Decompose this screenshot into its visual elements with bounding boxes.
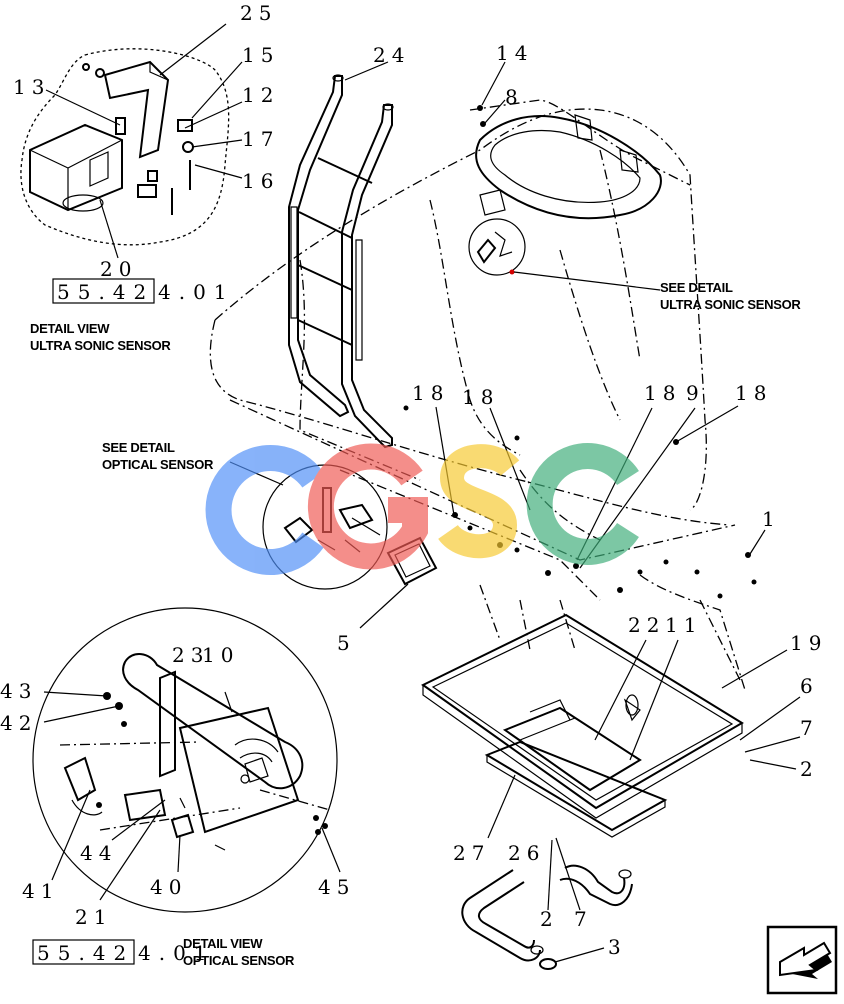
callout-45: 45 <box>318 875 355 899</box>
callout-26: 26 <box>508 841 545 865</box>
detail-view-ultrasonic-line1: DETAIL VIEW <box>30 321 110 336</box>
see-detail-optical-line1: SEE DETAIL <box>102 440 175 455</box>
hopper-tray-part <box>421 613 744 838</box>
ultrasonic-reference[interactable]: 55.42 4.01 <box>52 278 235 304</box>
callout-24: 24 <box>373 43 410 67</box>
callout-40: 40 <box>150 875 187 899</box>
callout-15: 15 <box>242 43 279 67</box>
see-detail-optical-line2: OPTICAL SENSOR <box>102 457 214 472</box>
callout-18-middle: 18 <box>462 385 499 409</box>
callout-21: 21 <box>75 905 112 929</box>
callout-10: 10 <box>202 643 239 667</box>
callout-22: 22 <box>628 613 665 637</box>
optical-ref-box-text[interactable]: 55.42 <box>37 941 134 965</box>
watermark-letter-g <box>307 443 428 570</box>
hardware-dots <box>403 105 757 599</box>
callout-19: 19 <box>790 631 827 655</box>
detail-view-optical-line1: DETAIL VIEW <box>183 936 263 951</box>
callout-2-right: 2 <box>800 757 819 781</box>
callout-labels: 25 24 15 13 12 17 16 20 14 8 18 18 18 9 … <box>0 1 827 959</box>
callout-8: 8 <box>505 85 524 109</box>
callout-16: 16 <box>242 169 279 193</box>
see-detail-ultrasonic-line1: SEE DETAIL <box>660 280 733 295</box>
callout-18-right: 18 <box>735 381 772 405</box>
callout-42: 42 <box>0 711 37 735</box>
callout-3: 3 <box>608 935 627 959</box>
see-detail-ultrasonic-line2: ULTRA SONIC SENSOR <box>660 297 801 312</box>
callout-12: 12 <box>242 83 279 107</box>
watermark-letter-c2 <box>526 443 639 565</box>
ultrasonic-ref-box-text[interactable]: 55.42 <box>57 280 154 304</box>
callout-41: 41 <box>22 879 59 903</box>
callout-20: 20 <box>100 257 137 281</box>
callout-11: 11 <box>665 613 702 637</box>
watermark-letter-c1 <box>205 445 324 575</box>
callout-5: 5 <box>337 631 356 655</box>
callout-7-bottom: 7 <box>574 907 593 931</box>
callout-44: 44 <box>80 841 117 865</box>
ultrasonic-detail-marker <box>468 218 526 276</box>
ladder-part <box>288 74 394 449</box>
ultrasonic-sensor-detail <box>20 48 230 246</box>
callout-18-left: 18 <box>412 381 449 405</box>
detail-view-ultrasonic-line2: ULTRA SONIC SENSOR <box>30 338 171 353</box>
leader-lines <box>43 23 801 963</box>
ultrasonic-ref-suffix: 4.01 <box>158 280 235 304</box>
detail-view-optical-line2: OPTICAL SENSOR <box>183 953 295 968</box>
callout-17: 17 <box>242 127 279 151</box>
callout-1: 1 <box>762 507 781 531</box>
callout-43: 43 <box>0 679 37 703</box>
notes: DETAIL VIEW ULTRA SONIC SENSOR SEE DETAI… <box>30 280 802 968</box>
callout-2-bottom: 2 <box>540 907 559 931</box>
callout-9: 9 <box>686 381 705 405</box>
optical-reference[interactable]: 55.42 4.01 <box>32 939 215 965</box>
optical-sensor-detail <box>32 607 338 913</box>
optical-ref-suffix: 4.01 <box>138 941 215 965</box>
watermark-letter-s <box>438 444 520 559</box>
callout-18-right-a: 18 <box>644 381 681 405</box>
callout-13: 13 <box>13 75 50 99</box>
cgsc-watermark <box>205 443 639 575</box>
callout-7-right: 7 <box>800 716 819 740</box>
callout-23: 23 <box>172 643 209 667</box>
back-arrow-icon[interactable] <box>766 925 838 995</box>
callout-6: 6 <box>800 674 819 698</box>
callout-27: 27 <box>453 841 490 865</box>
callout-14: 14 <box>496 41 533 65</box>
callout-25: 25 <box>240 1 277 25</box>
